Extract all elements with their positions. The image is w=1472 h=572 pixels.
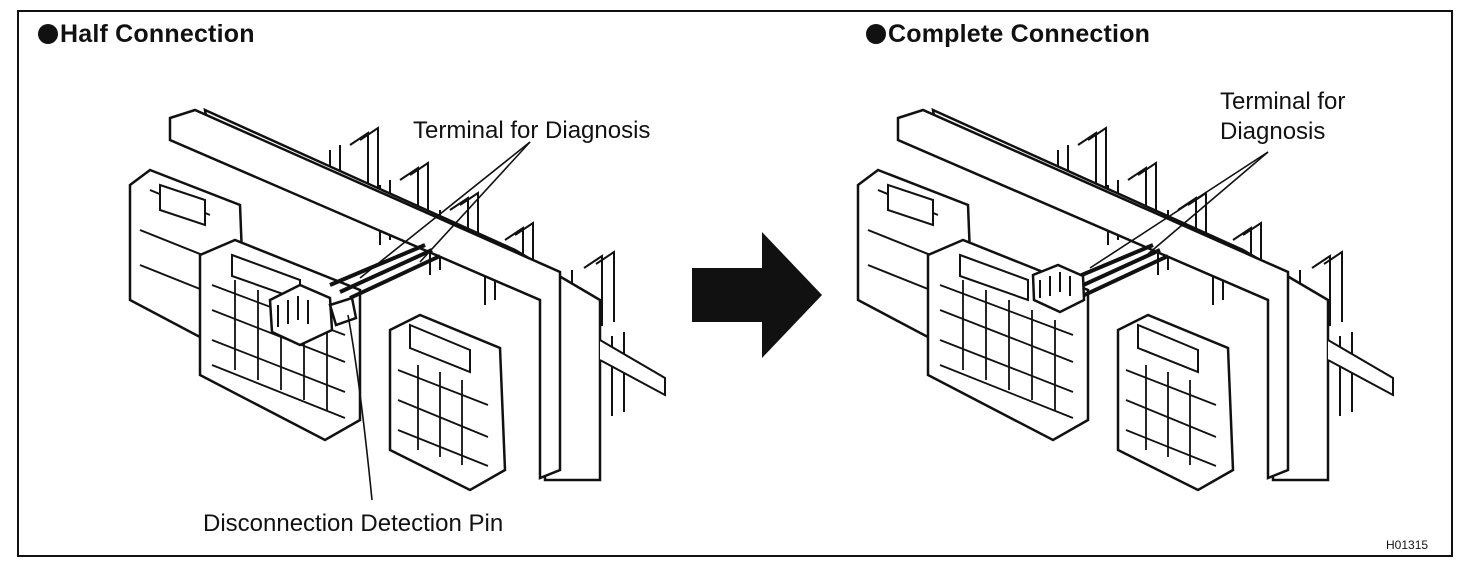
figure-code: H01315	[1386, 538, 1429, 552]
figure-frame	[17, 10, 1453, 557]
left-leader-lines	[347, 141, 531, 501]
half-connection-connector	[128, 108, 667, 492]
half-connection-title: Half Connection	[38, 20, 255, 49]
bullet-icon	[38, 24, 58, 44]
complete-connection-title-text: Complete Connection	[888, 20, 1151, 48]
disconnection-pin-label: Disconnection Detection Pin	[203, 510, 504, 537]
half-connection-title-text: Half Connection	[60, 20, 255, 48]
bullet-icon	[866, 24, 886, 44]
right-terminal-label-line2: Diagnosis	[1220, 118, 1326, 145]
right-leader-lines	[1089, 151, 1269, 269]
complete-connection-connector	[856, 108, 1395, 492]
left-terminal-label: Terminal for Diagnosis	[413, 117, 651, 144]
arrow-icon	[692, 232, 822, 358]
right-terminal-label-line1: Terminal for	[1220, 88, 1346, 115]
complete-connection-title: Complete Connection	[866, 20, 1150, 49]
